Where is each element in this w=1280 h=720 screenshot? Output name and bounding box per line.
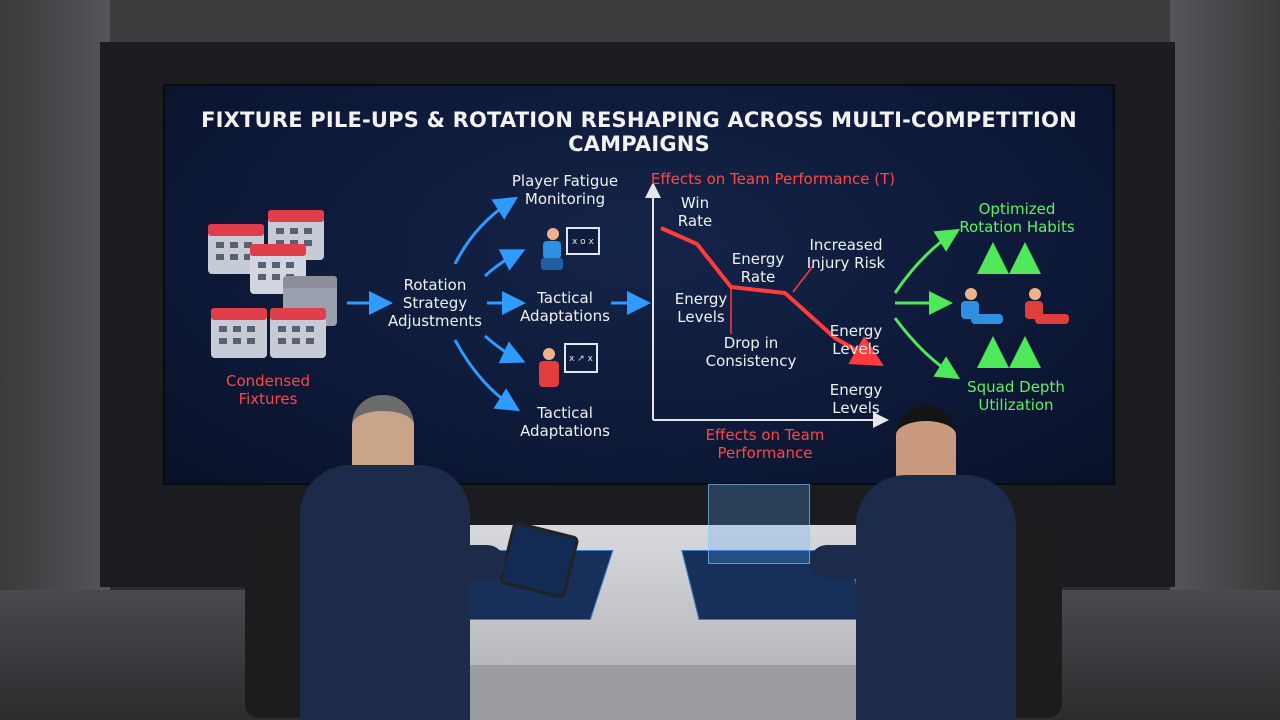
arrow-rotation-to-fatigue-small — [483, 249, 526, 278]
chart-title: Effects on Team Performance (T) — [650, 170, 896, 188]
man-presenter — [300, 395, 510, 720]
svg-text:x ↗ x: x ↗ x — [569, 354, 594, 364]
left-wall-panel — [0, 0, 110, 620]
right-wall-panel — [1170, 0, 1280, 620]
woman-torso — [856, 475, 1016, 720]
tactical-board-icon: x ↗ x — [539, 343, 598, 387]
leader-line-injury — [792, 265, 814, 293]
calendar-icon — [211, 308, 267, 358]
woman-presenter — [810, 405, 1020, 720]
man-torso — [300, 465, 470, 720]
hologram-display — [708, 484, 810, 564]
player-fatigue-icon: x o x — [541, 227, 600, 270]
ceiling — [0, 0, 1280, 42]
performance-trend-line — [660, 226, 884, 366]
calendar-icons — [208, 210, 337, 358]
stretching-player-icon — [1025, 288, 1069, 324]
diagram-graphics: x o x x ↗ x — [208, 182, 1069, 428]
arrow-to-optimized — [893, 228, 961, 294]
resting-player-icon — [961, 288, 1003, 324]
man-arm — [410, 545, 505, 581]
arrow-rotation-to-tactical-low-small — [484, 334, 526, 364]
calendar-icon — [270, 308, 326, 358]
presentation-screen: FIXTURE PILE-UPS & ROTATION RESHAPING AC… — [163, 84, 1115, 485]
arrow-rotation-to-tactical-low — [453, 339, 521, 412]
arrow-to-squad — [893, 317, 961, 380]
arrow-rotation-to-fatigue — [453, 196, 519, 265]
svg-text:x o x: x o x — [572, 237, 595, 247]
infographic-title: FIXTURE PILE-UPS & ROTATION RESHAPING AC… — [201, 108, 1077, 156]
woman-arm — [810, 545, 906, 579]
